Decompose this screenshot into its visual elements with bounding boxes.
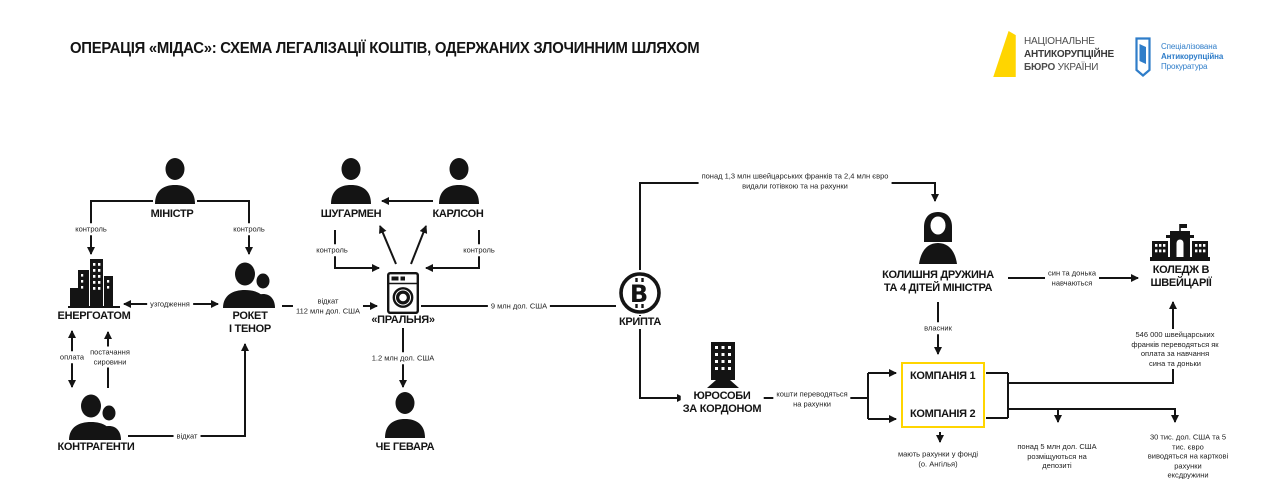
edge-label-study: син та донька навчаються xyxy=(1045,267,1099,289)
sap-line1: Спеціалізована xyxy=(1161,42,1217,51)
node-label-karlson: КАРЛСОН xyxy=(430,208,486,221)
node-label-pralnya: «ПРАЛЬНЯ» xyxy=(369,314,437,327)
edge-label-owner: власник xyxy=(921,322,955,334)
node-label-shugarmen: ШУГАРМЕН xyxy=(318,208,384,221)
ex-wife-woman-icon xyxy=(915,212,961,264)
page-title: ОПЕРАЦІЯ «МІДАС»: СХЕМА ЛЕГАЛІЗАЦІЇ КОШТ… xyxy=(70,40,700,57)
yurosoby-building-icon xyxy=(704,342,742,388)
node-label-minister: МІНІСТР xyxy=(148,208,196,221)
node-label-ex-wife: КОЛИШНЯ ДРУЖИНА ТА 4 ДІТЕЙ МІНІСТРА xyxy=(880,269,996,295)
sap-logo: Спеціалізована Антикорупційна Прокуратур… xyxy=(1133,36,1223,78)
shugarmen-person-icon xyxy=(329,158,373,204)
krypta-bitcoin-icon xyxy=(618,271,662,315)
nabu-logo: НАЦІОНАЛЬНЕ АНТИКОРУПЦІЙНЕ БЮРО УКРАЇНИ xyxy=(993,31,1114,77)
sap-line3: Прокуратура xyxy=(1161,62,1208,71)
wire-pralnya-shugarmen xyxy=(379,225,397,265)
companies-box: КОМПАНІЯ 1 КОМПАНІЯ 2 xyxy=(901,362,985,428)
edge-label-control-right: контроль xyxy=(230,223,268,235)
wire-minister-rocket xyxy=(197,200,253,255)
edge-label-transfer: кошти переводяться на рахунки xyxy=(773,388,851,410)
nabu-line1: НАЦІОНАЛЬНЕ xyxy=(1024,35,1095,47)
wire-shugarmen-control xyxy=(334,230,380,272)
wire-pralnya-karlson xyxy=(410,225,428,265)
node-label-yurosoby: ЮРОСОБИ ЗА КОРДОНОМ xyxy=(680,390,764,416)
node-label-kontragenty: КОНТРАГЕНТИ xyxy=(55,441,137,454)
nabu-logo-icon xyxy=(993,31,1016,77)
sap-logo-text: Спеціалізована Антикорупційна Прокуратур… xyxy=(1161,42,1223,72)
edge-label-payment: оплата xyxy=(56,351,88,363)
edge-label-control-left: контроль xyxy=(72,223,110,235)
company-2-label: КОМПАНІЯ 2 xyxy=(910,408,976,420)
nabu-line3: БЮРО УКРАЇНИ xyxy=(1024,61,1114,74)
edge-label-cards: 30 тис. дол. США та 5 тис. євро виводять… xyxy=(1142,431,1234,481)
wire-minister-energoatom xyxy=(87,200,153,255)
edge-label-fund: мають рахунки у фонді (о. Ангілья) xyxy=(894,448,982,470)
wire-crypto-yurosoby xyxy=(639,315,685,402)
node-label-energoatom: ЕНЕРГОАТОМ xyxy=(55,310,133,323)
nabu-logo-text: НАЦІОНАЛЬНЕ АНТИКОРУПЦІЙНЕ БЮРО УКРАЇНИ xyxy=(1024,35,1114,74)
wire-kickback xyxy=(128,343,249,437)
minister-person-icon xyxy=(153,158,197,204)
edge-label-control-shugarmen: контроль xyxy=(313,244,351,256)
nabu-line3-rest: УКРАЇНИ xyxy=(1055,61,1099,73)
nabu-line3-bold: БЮРО xyxy=(1024,61,1056,73)
edge-label-tuition: 546 000 швейцарських франків переводятьс… xyxy=(1128,329,1222,369)
edge-label-usd12: 1.2 млн дол. США xyxy=(368,352,438,364)
kontragenty-persons-icon xyxy=(68,394,126,440)
edge-label-cash-route: понад 1,3 млн швейцарських франків та 2,… xyxy=(698,170,892,192)
energoatom-building-icon xyxy=(68,258,120,308)
edge-label-agreement: узгодження xyxy=(147,298,193,310)
node-label-krypta: КРИПТА xyxy=(616,316,664,329)
node-label-college: КОЛЕДЖ В ШВЕЙЦАРІЇ xyxy=(1148,264,1214,290)
wire-karlson-control xyxy=(425,230,480,272)
sap-logo-icon xyxy=(1135,37,1151,77)
rocket-tenor-persons-icon xyxy=(222,262,280,308)
edge-label-usd9: 9 млн дол. США xyxy=(487,300,551,312)
edge-label-kickback-112: відкат 112 млн дол. США xyxy=(292,295,364,317)
edge-label-deposit: понад 5 млн дол. США розміщуються на деп… xyxy=(1014,440,1100,472)
edge-label-supply: постачання сировини xyxy=(87,346,133,368)
node-label-rocket: РОКЕТ І ТЕНОР xyxy=(227,310,273,336)
karlson-person-icon xyxy=(437,158,481,204)
che-gevara-person-icon xyxy=(383,392,427,438)
nabu-line2: АНТИКОРУПЦІЙНЕ xyxy=(1024,48,1114,60)
node-label-che-gevara: ЧЕ ГЕВАРА xyxy=(373,441,437,454)
company-1-label: КОМПАНІЯ 1 xyxy=(910,370,976,382)
college-building-icon xyxy=(1149,224,1211,262)
edge-label-control-karlson: контроль xyxy=(460,244,498,256)
edge-label-kickback: відкат xyxy=(173,430,201,442)
wire-cards xyxy=(1008,408,1179,423)
wire-crypto-wife xyxy=(639,182,939,270)
sap-line2: Антикорупційна xyxy=(1161,52,1224,61)
pralnya-washer-icon xyxy=(387,272,419,314)
